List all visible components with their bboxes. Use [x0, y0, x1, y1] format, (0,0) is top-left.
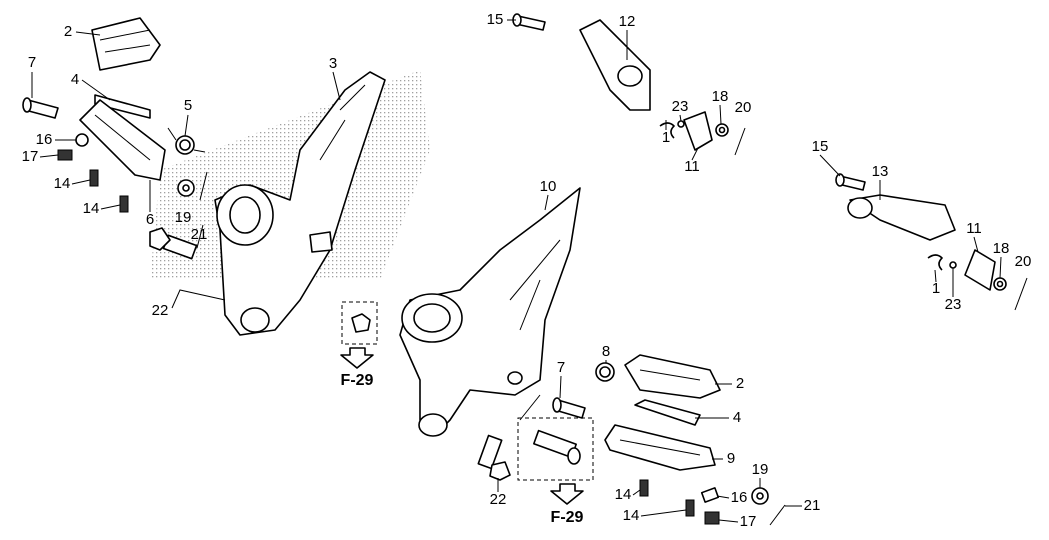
part-cotter-pin-21-lower: [769, 504, 786, 526]
part-pin-7-left: [22, 97, 59, 119]
callout-6: 6: [146, 211, 154, 228]
callout-20: 20: [1015, 253, 1032, 270]
part-pin-15-right: [835, 173, 866, 191]
part-cotter-pin-21-left: [199, 171, 208, 201]
callout-4: 4: [71, 71, 79, 88]
callout-4: 4: [733, 409, 741, 426]
part-plate-11-right: [964, 249, 996, 291]
callout-23: 23: [945, 296, 962, 313]
part-plate-4-left: [94, 94, 151, 119]
part-footpeg-rubber-2-lower: [624, 354, 721, 399]
part-washer-18-right: [993, 277, 1007, 291]
part-screw-14-lower-b: [685, 499, 695, 517]
callout-16: 16: [731, 489, 748, 506]
callout-17: 17: [22, 148, 39, 165]
callout-7: 7: [28, 54, 36, 71]
part-collar-bolt: [533, 429, 581, 465]
callout-5: 5: [184, 97, 192, 114]
part-pin-7-lower: [552, 397, 586, 419]
part-screw-14-lower-a: [639, 479, 649, 497]
callout-14: 14: [54, 175, 71, 192]
callout-20: 20: [735, 99, 752, 116]
part-screw-14-left-b: [119, 195, 129, 213]
part-pin-20-top: [734, 127, 746, 156]
callout-10: 10: [540, 178, 557, 195]
part-pin-20-right: [1014, 277, 1028, 311]
callout-17: 17: [740, 513, 757, 530]
part-bolt-17-lower: [704, 511, 720, 525]
part-plate-4-lower: [634, 399, 701, 426]
callout-19: 19: [175, 209, 192, 226]
callout-16: 16: [36, 131, 53, 148]
callout-22: 22: [152, 302, 169, 319]
reference-f29-right[interactable]: F-29: [551, 509, 584, 526]
callout-15: 15: [487, 11, 504, 28]
part-bracket-3: [214, 71, 386, 336]
callout-13: 13: [872, 163, 889, 180]
part-bolt-22-left: [149, 227, 198, 260]
callout-12: 12: [619, 13, 636, 30]
callout-11: 11: [966, 220, 982, 237]
part-bracket-10: [399, 187, 581, 437]
callout-18: 18: [712, 88, 729, 105]
callout-1: 1: [662, 129, 670, 146]
part-spring-1-top: [659, 122, 675, 139]
part-nut-left: [351, 313, 371, 333]
part-spring-1-right: [927, 254, 943, 271]
part-bolt-17-left: [57, 149, 73, 161]
callout-22: 22: [490, 491, 507, 508]
part-plate-11-top: [683, 111, 713, 151]
callout-18: 18: [993, 240, 1010, 257]
callout-14: 14: [83, 200, 100, 217]
leader-lines: [31, 19, 1002, 523]
callout-21: 21: [191, 226, 208, 243]
callout-15: 15: [812, 138, 829, 155]
part-ball-23-right: [949, 261, 957, 269]
part-ball-23-top: [677, 120, 685, 128]
callout-2: 2: [64, 23, 72, 40]
callout-23: 23: [672, 98, 689, 115]
callout-1: 1: [932, 280, 940, 297]
part-pin-15-top: [512, 13, 546, 31]
callout-9: 9: [727, 450, 735, 467]
callout-7: 7: [557, 359, 565, 376]
reference-arrow-left: [340, 347, 374, 369]
part-washer-19-lower: [751, 487, 769, 505]
part-footpeg-13: [847, 194, 956, 241]
part-spring-8: [595, 362, 615, 382]
part-bolt-22-lower: [477, 434, 511, 481]
reference-box-right: [517, 417, 594, 481]
callout-19: 19: [752, 461, 769, 478]
callout-2: 2: [736, 375, 744, 392]
part-screw-14-left-a: [89, 169, 99, 187]
callout-11: 11: [684, 158, 700, 175]
callout-8: 8: [602, 343, 610, 360]
reference-box-left: [341, 301, 378, 345]
part-washer-19-left: [177, 179, 195, 197]
part-washer-18-top: [715, 123, 729, 137]
part-footpeg-6-left: [79, 99, 166, 181]
callout-3: 3: [329, 55, 337, 72]
callout-14: 14: [615, 486, 632, 503]
part-footpeg-rubber-2-left: [91, 17, 161, 71]
callout-14: 14: [623, 507, 640, 524]
part-washer-16-left: [75, 133, 89, 147]
part-washer-16-lower: [700, 487, 720, 503]
part-footpeg-12: [579, 19, 651, 111]
callout-21: 21: [804, 497, 821, 514]
part-footpeg-9: [604, 424, 716, 471]
reference-arrow-right: [550, 483, 584, 505]
part-spring-5-left: [167, 127, 206, 155]
reference-f29-left[interactable]: F-29: [341, 372, 374, 389]
